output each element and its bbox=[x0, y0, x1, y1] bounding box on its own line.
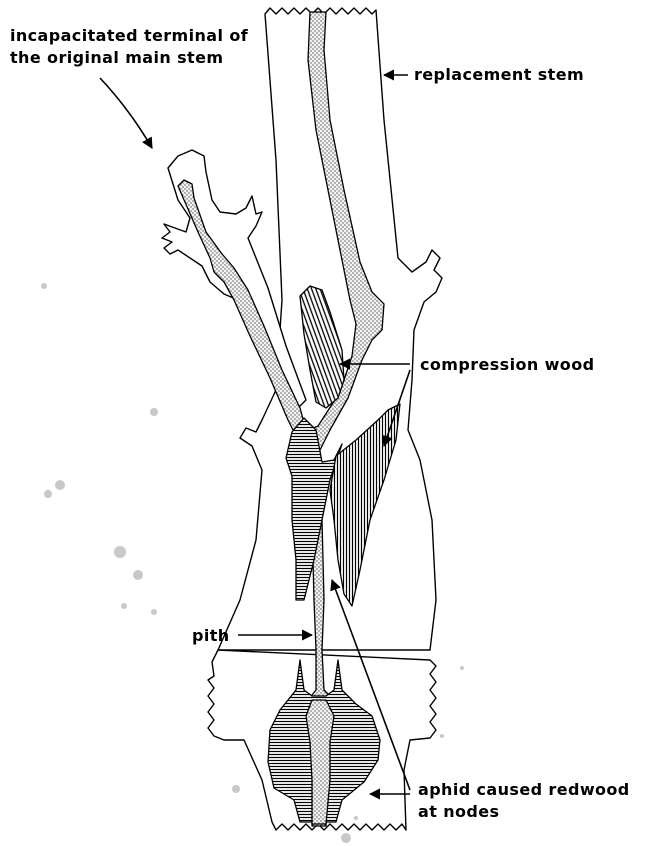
label-redwood-line1: aphid caused redwood bbox=[418, 780, 630, 799]
label-redwood-line2: at nodes bbox=[418, 802, 499, 821]
label-terminal-line2: the original main stem bbox=[10, 48, 223, 67]
label-pith: pith bbox=[192, 626, 230, 645]
label-replacement-stem: replacement stem bbox=[414, 65, 584, 84]
label-terminal-line1: incapacitated terminal of bbox=[10, 26, 249, 45]
label-compression-wood: compression wood bbox=[420, 355, 594, 374]
terminal-arrow bbox=[100, 78, 152, 148]
